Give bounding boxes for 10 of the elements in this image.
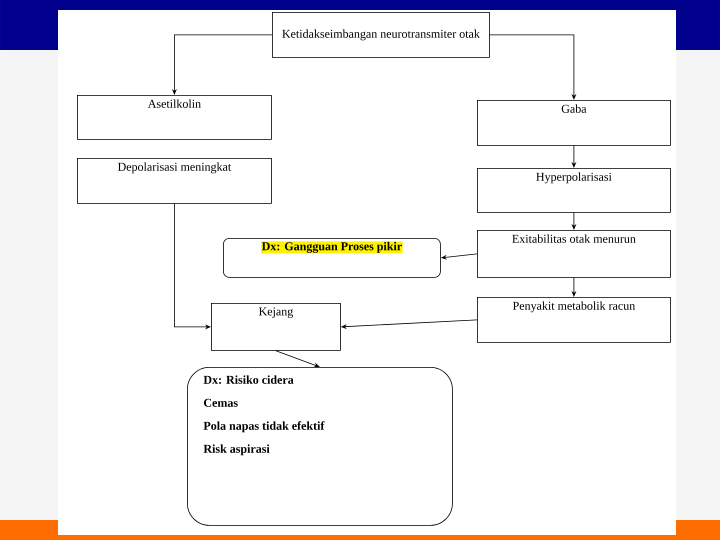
process-box: Exitabilitas otak menurun — [477, 230, 671, 278]
process-box: Penyakit metabolik racun — [477, 297, 671, 343]
process-box: Hyperpolarisasi — [477, 168, 671, 213]
diagnosis-box: Dx: Risiko cidera Cemas Pola napas tidak efektif Risk aspirasi — [187, 367, 453, 526]
diagnosis-box: Dx: Gangguan Proses pikir — [223, 238, 441, 278]
process-box: Depolarisasi meningkat — [77, 158, 272, 204]
process-box: Ketidakseimbangan neurotransmiter otak — [272, 12, 490, 58]
process-box: Gaba — [477, 100, 671, 146]
process-box: Kejang — [211, 303, 341, 351]
process-box: Asetilkolin — [77, 95, 272, 140]
